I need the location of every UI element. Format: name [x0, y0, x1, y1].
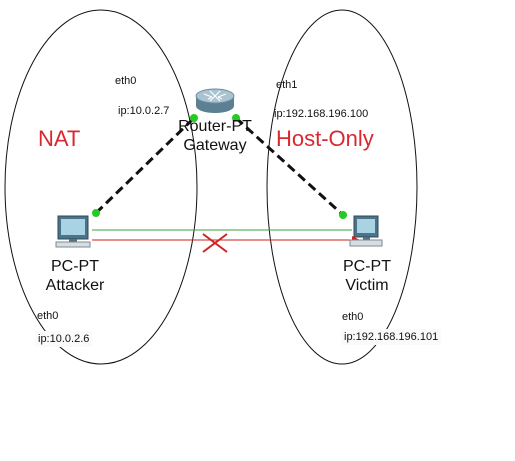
router-ip-right: ip:192.168.196.100: [274, 108, 369, 120]
link-attacker-router: [94, 116, 196, 215]
router-type: Router-PT: [178, 118, 252, 135]
host-only-zone-ellipse: [266, 9, 418, 365]
host-only-zone-label: Host-Only: [276, 126, 374, 151]
attacker-label: PC-PT Attacker: [30, 257, 120, 295]
victim-label: PC-PT Victim: [322, 257, 412, 295]
router-ip-left: ip:10.0.2.7: [118, 105, 170, 117]
router-label: Router-PT Gateway: [165, 117, 265, 155]
link-dot-router-right: [232, 114, 240, 122]
attacker-type: PC-PT: [51, 258, 99, 275]
nat-zone-label: NAT: [38, 126, 81, 151]
cross-icon: [202, 233, 228, 253]
link-router-victim: [234, 116, 345, 217]
attacker-ip: ip:10.0.2.6: [35, 331, 93, 347]
pc-icon[interactable]: [349, 215, 383, 247]
victim-name: Victim: [345, 277, 389, 294]
victim-type: PC-PT: [343, 258, 391, 275]
pc-icon[interactable]: [55, 215, 91, 248]
router-name: Gateway: [183, 137, 247, 154]
link-dot-router-left: [190, 114, 198, 122]
router-iface-left: eth0: [115, 75, 137, 87]
victim-ip: ip:192.168.196.101: [341, 329, 442, 345]
link-dot-victim: [339, 211, 347, 219]
victim-iface: eth0: [342, 311, 364, 323]
nat-zone-ellipse: [4, 9, 198, 365]
link-dot-attacker: [92, 209, 100, 217]
attacker-iface: eth0: [37, 310, 59, 322]
router-icon[interactable]: [195, 88, 235, 113]
router-iface-right: eth1: [276, 79, 298, 91]
attacker-name: Attacker: [45, 277, 105, 294]
